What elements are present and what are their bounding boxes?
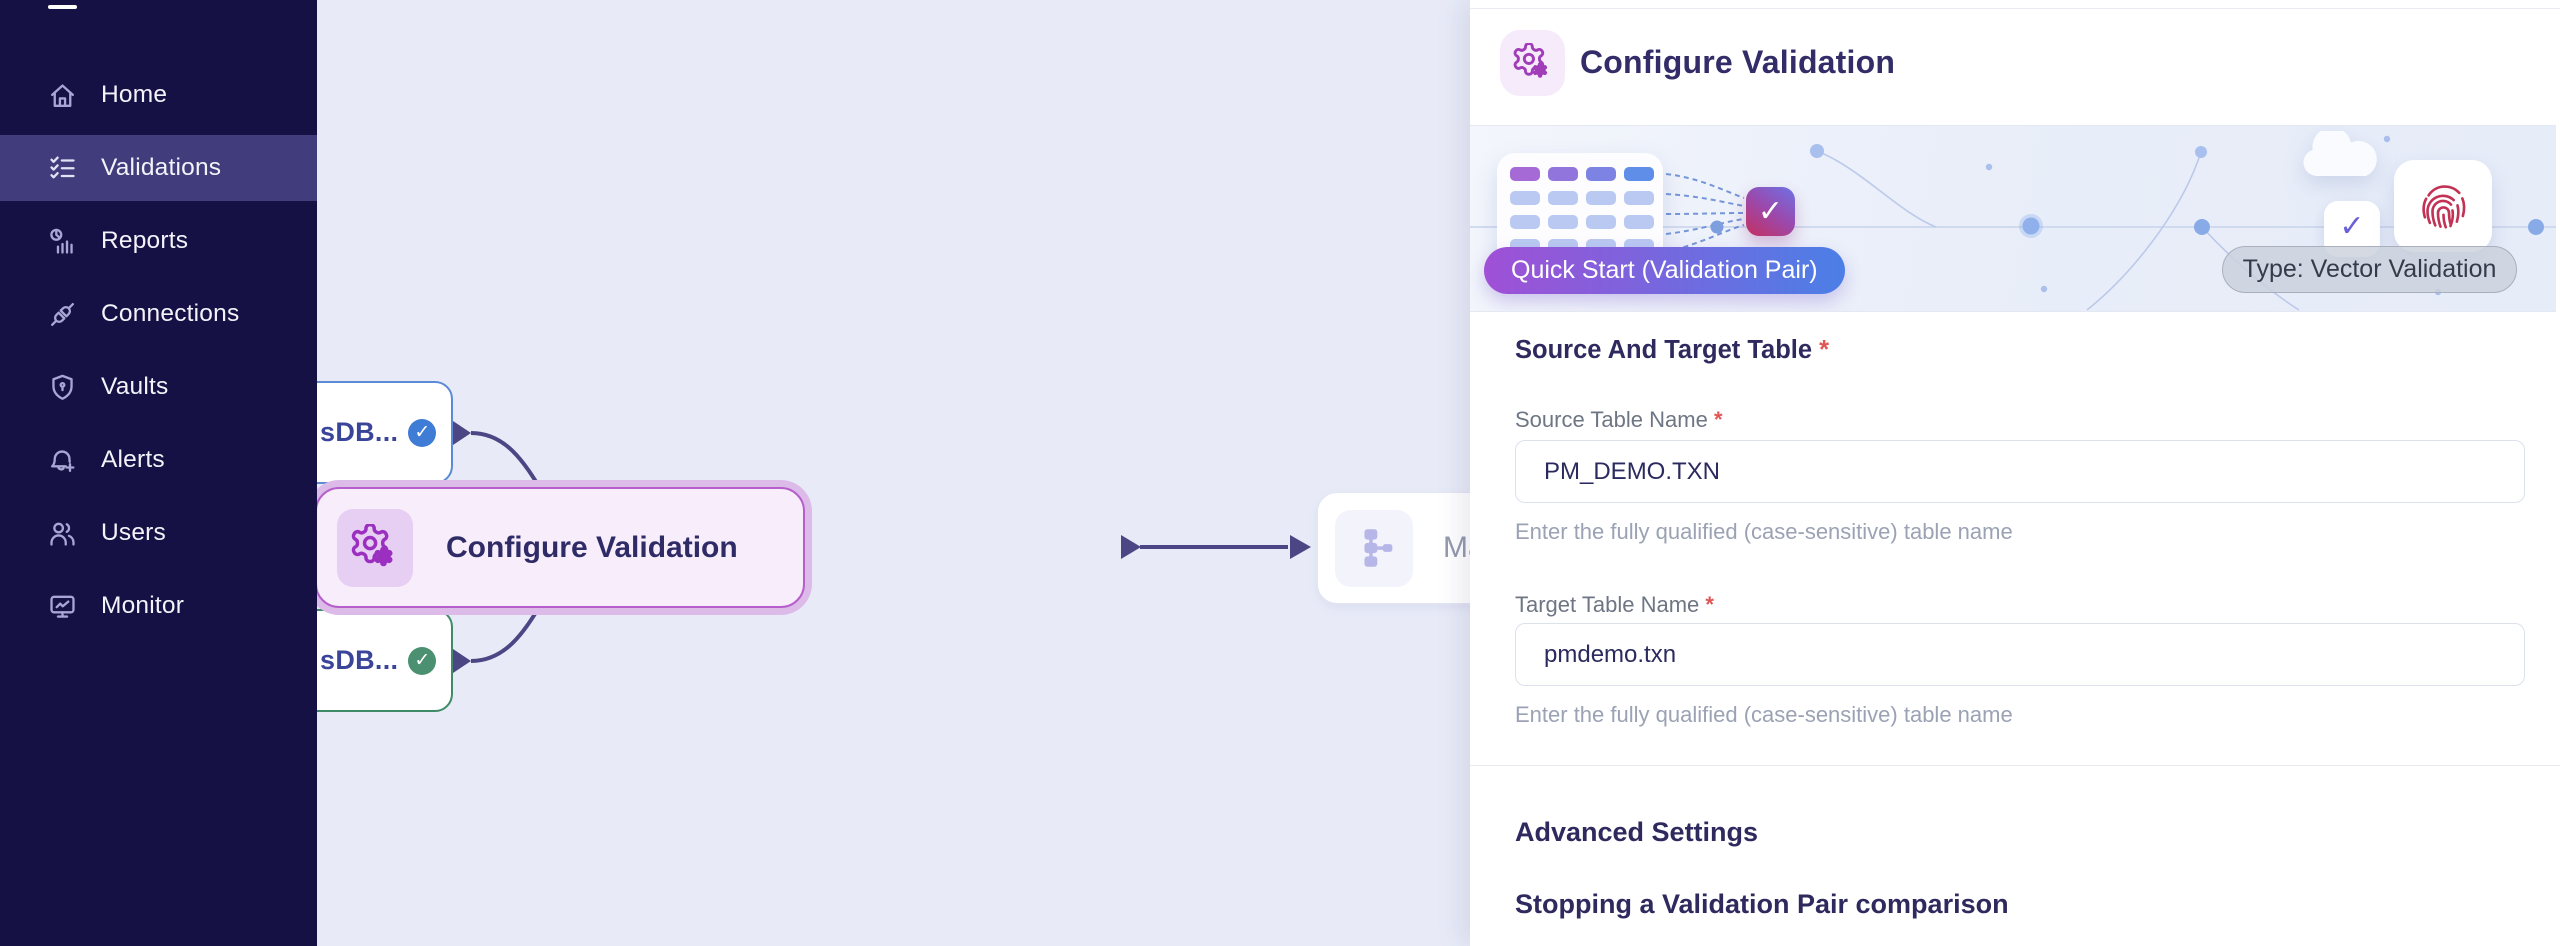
home-icon	[51, 83, 74, 107]
sidebar-item-alerts[interactable]: Alerts	[0, 427, 317, 493]
source-table-input[interactable]	[1515, 440, 2525, 503]
validation-check-icon: ✓	[1746, 187, 1795, 236]
quick-start-badge: Quick Start (Validation Pair)	[1484, 247, 1845, 294]
menu-icon[interactable]	[48, 0, 77, 15]
plug-icon	[51, 302, 74, 326]
node-configure-validation[interactable]: Configure Validation	[315, 487, 805, 608]
configure-validation-panel: Configure Validation	[1470, 0, 2560, 946]
sidebar-item-home[interactable]: Home	[0, 62, 317, 128]
target-table-help: Enter the fully qualified (case-sensitiv…	[1515, 702, 2013, 727]
users-icon	[50, 522, 75, 546]
validation-type-badge: Type: Vector Validation	[2222, 246, 2517, 293]
panel-top-divider	[1470, 8, 2560, 9]
cloud-icon	[2303, 131, 2377, 176]
required-asterisk: *	[1819, 336, 1830, 364]
section-title: Source And Target Table *	[1515, 336, 1830, 364]
gear-icon	[1500, 30, 1565, 96]
validation-banner: ✓ ✓ Quick Start (Validation Pair) Type: …	[1470, 125, 2556, 312]
source-table-help: Enter the fully qualified (case-sensitiv…	[1515, 519, 2013, 544]
sidebar-item-validations[interactable]: Validations	[0, 135, 317, 201]
sidebar-item-reports[interactable]: Reports	[0, 208, 317, 274]
target-table-input[interactable]	[1515, 623, 2525, 686]
checklist-icon	[50, 155, 75, 178]
gear-icon	[337, 508, 413, 587]
node-target-db[interactable]: sDB... ✓	[297, 609, 453, 712]
stopping-comparison-heading: Stopping a Validation Pair comparison	[1515, 889, 2009, 919]
sidebar-item-monitor[interactable]: Monitor	[0, 573, 317, 639]
node-label: sDB...	[320, 645, 399, 675]
monitor-icon	[50, 595, 75, 618]
required-asterisk: *	[1713, 407, 1723, 432]
sidebar-nav: Home Validations Reports Connection	[0, 62, 317, 646]
check-circle-icon: ✓	[408, 418, 437, 447]
reports-icon	[50, 228, 73, 254]
bell-plus-icon	[51, 449, 75, 472]
sidebar-item-vaults[interactable]: Vaults	[0, 354, 317, 420]
fingerprint-icon	[2394, 160, 2492, 252]
check-circle-icon: ✓	[408, 646, 437, 675]
sidebar-item-connections[interactable]: Connections	[0, 281, 317, 347]
node-label: Configure Validation	[446, 530, 738, 564]
sidebar-item-users[interactable]: Users	[0, 500, 317, 566]
shield-icon	[52, 374, 73, 400]
hierarchy-icon	[1335, 509, 1413, 587]
sidebar: Home Validations Reports Connection	[0, 0, 317, 946]
source-table-label: Source Table Name *	[1515, 407, 1723, 432]
panel-title: Configure Validation	[1580, 44, 1896, 80]
panel-header: Configure Validation	[1470, 0, 2560, 125]
required-asterisk: *	[1705, 592, 1714, 617]
node-source-db[interactable]: sDB... ✓	[297, 381, 453, 484]
node-label: sDB...	[320, 417, 399, 447]
target-table-label: Target Table Name *	[1515, 592, 1714, 617]
advanced-settings-heading: Advanced Settings	[1515, 817, 1759, 847]
section-divider	[1470, 765, 2560, 766]
